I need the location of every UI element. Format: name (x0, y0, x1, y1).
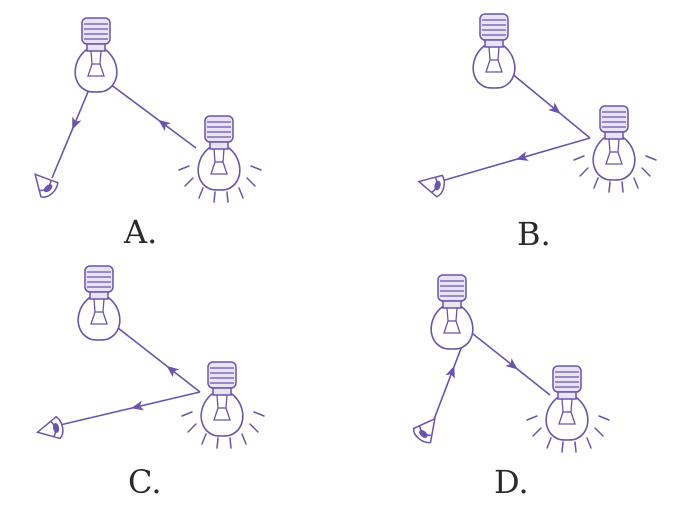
glow-line (184, 177, 194, 187)
eye-shape (410, 411, 445, 447)
glow-line (593, 177, 599, 189)
light-bulb-icon (74, 17, 118, 93)
lit-light-bulb-icon (573, 105, 657, 193)
glow-line (633, 177, 639, 189)
glow-line (178, 165, 190, 171)
option-a[interactable] (26, 17, 262, 203)
light-bulb-icon (77, 265, 121, 341)
light-bulb-icon (472, 13, 516, 89)
option-b-label: B. (517, 215, 551, 253)
glow-line (246, 177, 256, 187)
eye-shape (34, 415, 66, 443)
glow-line (526, 415, 538, 421)
ray-incident (101, 77, 197, 149)
glow-line (561, 441, 564, 453)
option-c[interactable] (34, 265, 265, 449)
arrow-icon (548, 102, 561, 114)
glow-line (213, 191, 216, 203)
glow-line (532, 427, 542, 437)
glow-line (187, 423, 197, 433)
bulb-body (545, 365, 589, 441)
glow-line (253, 411, 265, 417)
arrow-icon (166, 365, 180, 378)
option-b[interactable] (415, 13, 657, 199)
eye-icon (34, 415, 66, 443)
glow-line (641, 167, 651, 177)
glow-line (645, 155, 657, 161)
option-d[interactable] (410, 274, 610, 453)
bulb-body (77, 265, 121, 341)
glow-line (586, 437, 592, 449)
eye-shape (415, 169, 448, 199)
arrow-icon (72, 116, 82, 130)
arrow-icon (445, 365, 455, 379)
glow-line (201, 433, 207, 445)
glow-line (181, 411, 193, 417)
glow-line (594, 427, 604, 437)
glow-line (216, 437, 219, 449)
ray-to-lit-bulb (467, 329, 551, 396)
ray-emitted-to-eye (59, 391, 201, 426)
option-c-label: C. (128, 463, 162, 501)
glow-line (249, 423, 259, 433)
ray-incident (504, 67, 591, 139)
glow-line (250, 165, 262, 171)
glow-line (241, 433, 247, 445)
lit-light-bulb-icon (526, 365, 610, 453)
lit-light-bulb-icon (181, 361, 265, 449)
arrow-icon (515, 151, 529, 161)
option-d-label: D. (494, 463, 529, 501)
glow-line (198, 187, 204, 199)
bulb-body (200, 361, 244, 437)
bulb-body (430, 274, 474, 350)
eye-icon (410, 411, 445, 447)
eye-shape (26, 165, 62, 202)
glow-line (598, 415, 610, 421)
glow-line (574, 441, 577, 453)
glow-line (226, 191, 229, 203)
eye-icon (26, 165, 62, 202)
light-bulb-icon (430, 274, 474, 350)
bulb-body (74, 17, 118, 93)
bulb-body (592, 105, 636, 181)
arrow-icon (505, 358, 518, 370)
glow-line (546, 437, 552, 449)
glow-line (621, 181, 624, 193)
glow-line (238, 187, 244, 199)
ray-reflected (437, 137, 591, 183)
glow-line (229, 437, 232, 449)
glow-line (573, 155, 585, 161)
option-a-label: A. (123, 213, 157, 251)
bulb-body (472, 13, 516, 89)
eye-icon (415, 169, 448, 199)
lit-light-bulb-icon (178, 115, 262, 203)
arrow-icon (158, 119, 171, 132)
arrow-icon (131, 400, 144, 411)
ray-emitted-to-bulb (117, 327, 201, 393)
glow-line (608, 181, 611, 193)
glow-line (579, 167, 589, 177)
bulb-body (197, 115, 241, 191)
